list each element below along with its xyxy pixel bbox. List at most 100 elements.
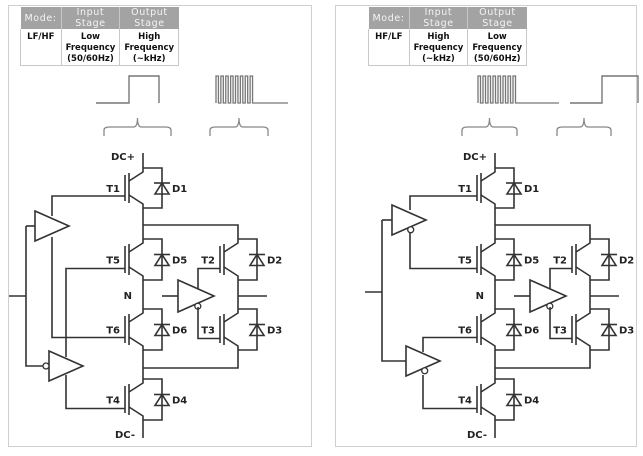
- gate-wire-t1: [51, 195, 125, 216]
- gate-wire-t6: [51, 237, 125, 339]
- diode-d3-icon: [248, 323, 266, 337]
- table-header-row: Mode: Input Stage Output Stage: [368, 7, 527, 29]
- cell-input-line1: High Frequency: [413, 32, 464, 53]
- cell-input-line1: Low Frequency: [65, 32, 116, 53]
- label-t6: T6: [458, 326, 472, 337]
- cell-mode: LF/HF: [20, 29, 62, 66]
- buffer-t1-t5: [391, 203, 428, 237]
- label-n: N: [124, 291, 132, 302]
- wire-lower-junction-t3: [495, 350, 591, 369]
- diode-loop: [495, 308, 515, 351]
- igbt-t5: T5 D5: [106, 238, 187, 281]
- mode-table-lf-hf: Mode: Input Stage Output Stage LF/HF Low…: [20, 7, 180, 66]
- emitter-lead: [480, 194, 496, 208]
- collector-lead: [128, 309, 144, 323]
- igbt-t3: T3 D3: [553, 308, 634, 351]
- label-dc-minus: DC-: [467, 430, 487, 441]
- diode-d4-icon: [505, 393, 523, 407]
- label-d2: D2: [619, 256, 634, 267]
- gate-wire-t5: [65, 267, 125, 357]
- label-dc-minus: DC-: [115, 430, 135, 441]
- collector-lead: [575, 309, 591, 323]
- diode-loop: [143, 167, 163, 209]
- gate-wire-t2: [197, 267, 220, 289]
- igbt-t1: T1 D1: [458, 167, 539, 209]
- header-mode: Mode:: [368, 7, 410, 29]
- collector-lead: [128, 168, 144, 182]
- diode-d6-icon: [505, 323, 523, 337]
- collector-lead: [480, 168, 496, 182]
- diode-loop: [238, 308, 258, 351]
- label-t1: T1: [458, 184, 472, 195]
- label-d5: D5: [172, 256, 187, 267]
- high-frequency-pulse-train-icon: [215, 75, 288, 104]
- collector-lead: [128, 379, 144, 393]
- header-input-stage: Input Stage: [409, 7, 469, 29]
- diode-d1-icon: [153, 181, 171, 195]
- cell-output-line1: Low Frequency: [472, 32, 523, 53]
- label-d3: D3: [619, 326, 634, 337]
- input-bus: [381, 220, 406, 362]
- table-header-row: Mode: Input Stage Output Stage: [20, 7, 179, 29]
- cell-input-stage: Low Frequency(50/60Hz): [60, 29, 121, 66]
- collector-lead: [480, 239, 496, 253]
- buffer-t2-t3: [529, 278, 568, 314]
- input-bus: [25, 226, 43, 367]
- igbt-t2: T2 D2: [553, 238, 634, 281]
- emitter-lead: [128, 336, 144, 350]
- wire-lower-junction-t3: [143, 350, 239, 369]
- collector-lead: [480, 309, 496, 323]
- label-dc-plus: DC+: [111, 152, 135, 163]
- diode-loop: [495, 238, 515, 281]
- label-d6: D6: [524, 326, 539, 337]
- collector-lead: [480, 379, 496, 393]
- output-stage-brace: [209, 117, 269, 136]
- emitter-lead: [480, 406, 496, 420]
- collector-lead: [223, 309, 239, 323]
- emitter-lead: [128, 266, 144, 280]
- cell-output-stage: High Frequency(~kHz): [119, 29, 180, 66]
- diode-d4-icon: [153, 393, 171, 407]
- inverter-bubble-icon: [407, 226, 415, 234]
- label-n: N: [476, 291, 484, 302]
- emitter-lead: [575, 336, 591, 350]
- diode-loop: [590, 308, 610, 351]
- diode-loop: [143, 308, 163, 351]
- diode-loop: [495, 378, 515, 421]
- label-d3: D3: [267, 326, 282, 337]
- input-stage-brace: [461, 117, 518, 136]
- inverter-bubble-icon: [421, 367, 429, 375]
- label-t2: T2: [201, 256, 215, 267]
- label-d5: D5: [524, 256, 539, 267]
- diode-loop: [143, 238, 163, 281]
- table-row: LF/HF Low Frequency(50/60Hz) High Freque…: [20, 29, 180, 66]
- emitter-lead: [223, 336, 239, 350]
- diode-d1-icon: [505, 181, 523, 195]
- header-mode: Mode:: [20, 7, 62, 29]
- gate-wire-t2: [549, 267, 572, 289]
- label-t5: T5: [458, 256, 472, 267]
- label-d4: D4: [172, 396, 187, 407]
- cell-output-line2: (~kHz): [132, 54, 166, 64]
- label-t3: T3: [553, 326, 567, 337]
- label-t5: T5: [106, 256, 120, 267]
- emitter-lead: [128, 406, 144, 420]
- collector-lead: [128, 239, 144, 253]
- gate-wire-t3: [197, 307, 220, 340]
- diode-d5-icon: [505, 253, 523, 267]
- emitter-lead: [480, 336, 496, 350]
- diode-loop: [495, 167, 515, 209]
- collector-lead: [575, 239, 591, 253]
- label-t2: T2: [553, 256, 567, 267]
- gate-wire-t4: [65, 375, 125, 410]
- header-output-stage: Output Stage: [119, 7, 179, 29]
- diode-loop: [590, 238, 610, 281]
- label-d1: D1: [524, 184, 539, 195]
- gate-wire-t1: [409, 195, 477, 210]
- gate-wire-t6: [422, 336, 477, 352]
